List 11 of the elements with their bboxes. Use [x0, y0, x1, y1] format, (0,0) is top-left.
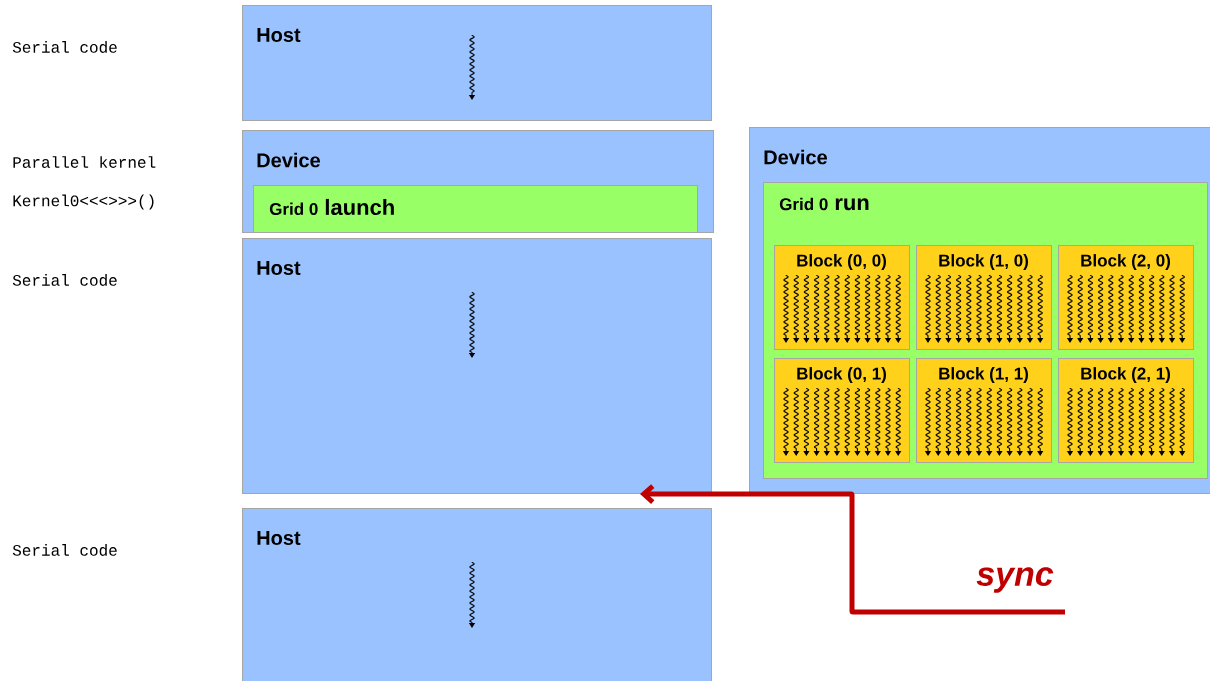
sync-arrow: [640, 484, 1065, 615]
host-box: Host: [242, 508, 712, 681]
code-label: Parallel kernel: [13, 156, 156, 168]
code-label: Kernel0<<<>>>(): [13, 194, 154, 210]
code-label: Serial code: [12, 274, 117, 286]
grid-box: Grid 0 launch: [253, 185, 698, 233]
code-label: Serial code: [12, 41, 117, 53]
host-box: Host: [242, 5, 712, 121]
code-label: Serial code: [12, 544, 117, 556]
edge-label: sync: [976, 567, 1054, 593]
host-box: Host: [242, 238, 712, 494]
